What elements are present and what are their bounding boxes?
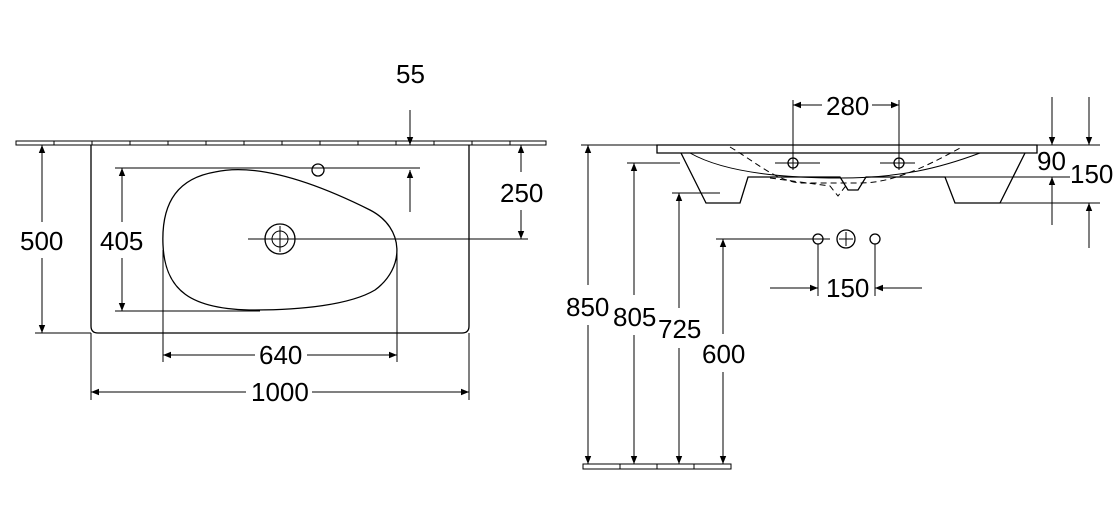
washbasin-outline-top [90, 145, 470, 334]
hidden-bowl-line [729, 146, 963, 184]
side-view: 280 90 150 850 805 725 [566, 91, 1113, 470]
dim-height-underside: 725 [658, 314, 701, 344]
dim-tap-to-bowl: 250 [500, 178, 543, 208]
countertop-top-view [15, 140, 547, 146]
basin-top-slab [656, 144, 1038, 154]
top-view: 55 500 405 250 640 1000 [15, 59, 547, 407]
dim-tap-hole-offset: 55 [396, 59, 425, 89]
tap-hole-right-small [869, 233, 881, 245]
bowl-outline [162, 168, 398, 311]
dim-height-top: 850 [566, 292, 609, 322]
dim-basin-height: 150 [1070, 159, 1113, 189]
dim-overall-depth: 500 [20, 226, 63, 256]
countertop-segments [53, 141, 511, 145]
tap-hole [311, 163, 325, 177]
dim-rim-height: 90 [1037, 146, 1066, 176]
dim-bowl-width: 640 [259, 340, 302, 370]
dim-overall-width: 1000 [251, 377, 309, 407]
waste-outlet-side [836, 229, 856, 249]
dim-waste-tap-spacing: 150 [826, 273, 869, 303]
dim-tap-spacing: 280 [826, 91, 869, 121]
basin-body-side [680, 152, 1026, 204]
dim-bowl-depth: 405 [100, 226, 143, 256]
dim-height-waste: 600 [702, 339, 745, 369]
dim-height-basin-bottom: 805 [613, 302, 656, 332]
